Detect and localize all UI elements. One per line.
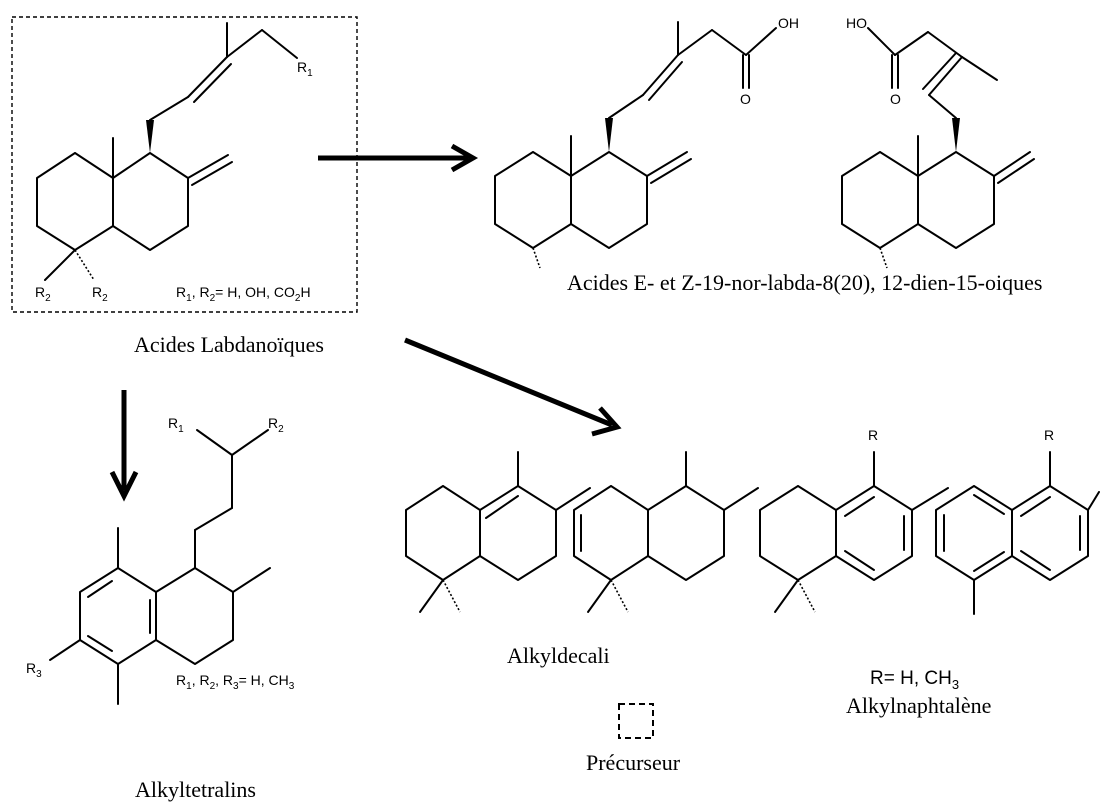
label-nor-labda-acids: Acides E- et Z-19-nor-labda-8(20), 12-di… (567, 270, 1043, 295)
r1-label-tetralin: R1 (168, 415, 184, 435)
r2-label-left: R2 (35, 284, 51, 304)
oxygen-label-e: O (740, 91, 751, 107)
arrow-diagonal (404, 337, 622, 437)
substituent-definition-1: R1, R2= H, OH, CO2H (176, 284, 311, 304)
aromatic-tetralin-structure: R (759, 427, 949, 613)
label-alkyldecali: Alkyldecali (507, 643, 610, 668)
arrow-right (318, 143, 479, 173)
alkyltetralin-structure: R1 R2 R3 R1, R2, R3= H, CH3 (26, 415, 295, 705)
labdanoic-acid-structure: R1 R2 R2 R1, R2= H, OH, CO2H (35, 22, 313, 304)
z-nor-labda-acid-structure: HO O (841, 15, 1035, 269)
r2-label-tetralin: R2 (268, 415, 284, 435)
precursor-dashed-box (11, 16, 358, 313)
r-label-tetralin-aromatic: R (868, 427, 878, 443)
r3-label-tetralin: R3 (26, 660, 42, 680)
legend-precursor-box (618, 703, 654, 739)
alkylnaphthalene-structure: R (935, 427, 1100, 615)
hydroxyl-label-e: OH (778, 15, 799, 31)
r-substituent-definition: R= H, CH3 (870, 668, 959, 692)
r2-label-right: R2 (92, 284, 108, 304)
r-label-naphthalene: R (1044, 427, 1054, 443)
label-labdanoic-acids: Acides Labdanoïques (134, 332, 324, 357)
alkyldecalin-structure-1 (405, 451, 591, 613)
legend-precursor-label: Précurseur (586, 750, 681, 775)
hydroxyl-label-z: HO (846, 15, 867, 31)
substituent-definition-2: R1, R2, R3= H, CH3 (176, 672, 295, 692)
e-nor-labda-acid-structure: OH O (494, 15, 799, 269)
r1-label: R1 (297, 59, 313, 79)
oxygen-label-z: O (890, 91, 901, 107)
arrow-down (109, 390, 139, 502)
alkyldecalin-structure-2 (573, 451, 759, 613)
label-alkyltetralins: Alkyltetralins (135, 777, 256, 802)
label-alkylnaphtalene: Alkylnaphtalène (846, 693, 991, 718)
